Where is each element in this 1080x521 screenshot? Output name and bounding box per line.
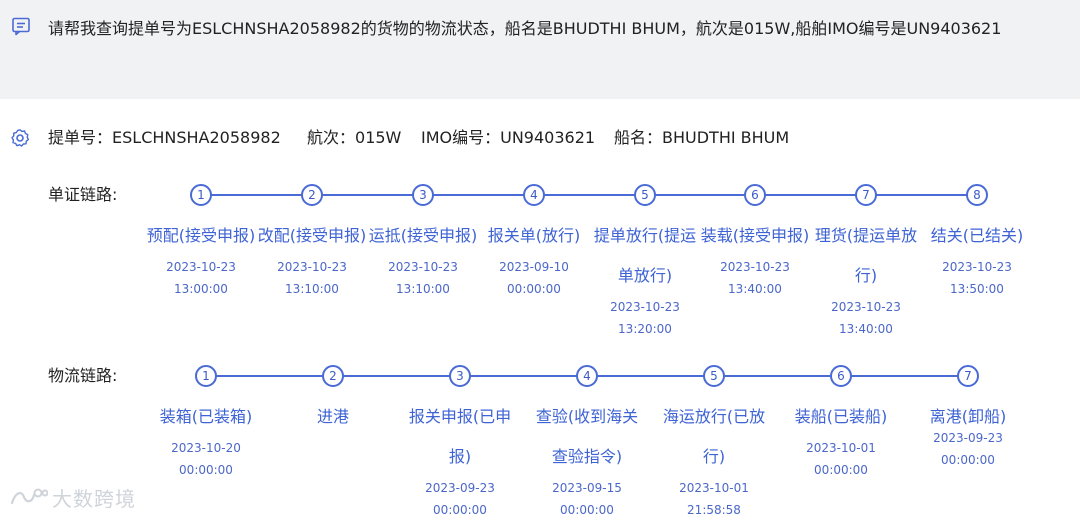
step-number: 4 [523, 184, 545, 206]
step-number: 1 [190, 184, 212, 206]
step-name: 结关(已结关) [930, 226, 1024, 245]
step-name: 装船(已装船) [794, 407, 888, 426]
step-number: 2 [322, 365, 344, 387]
step-number: 1 [195, 365, 217, 387]
step-time: 00:00:00 [814, 463, 868, 477]
bl-number: 提单号：ESLCHNSHA2058982 [48, 128, 281, 148]
logistics-chain-step: 5 海运放行(已放行) 2023-10-01 21:58:58 [659, 365, 769, 521]
step-number: 7 [957, 365, 979, 387]
imo-label: IMO编号： [421, 128, 501, 147]
step-number: 7 [855, 184, 877, 206]
step-number: 3 [449, 365, 471, 387]
step-time: 00:00:00 [507, 282, 561, 296]
document-chain-step: 8 结关(已结关) 2023-10-23 13:50:00 [922, 184, 1032, 300]
step-date: 2023-10-20 [171, 441, 241, 455]
step-name: 海运放行(已放行) [662, 407, 766, 466]
query-text: 请帮我查询提单号为ESLCHNSHA2058982的货物的物流状态，船名是BHU… [48, 19, 1002, 38]
document-chain-label: 单证链路: [48, 185, 118, 204]
logistics-chain-step: 4 查验(收到海关查验指令) 2023-09-15 00:00:00 [532, 365, 642, 521]
step-date: 2023-10-23 [277, 260, 347, 274]
step-number: 5 [703, 365, 725, 387]
step-time: 13:10:00 [285, 282, 339, 296]
watermark-text: 大数跨境 [52, 486, 136, 511]
imo-value: UN9403621 [500, 128, 596, 147]
step-date: 2023-09-15 [552, 481, 622, 495]
document-chain-step: 3 运抵(接受申报) 2023-10-23 13:10:00 [368, 184, 478, 300]
step-name: 运抵(接受申报) [368, 226, 478, 245]
imo-number: IMO编号：UN9403621 [421, 128, 595, 148]
document-chain-step: 2 改配(接受申报) 2023-10-23 13:10:00 [257, 184, 367, 300]
step-name: 改配(接受申报) [257, 226, 367, 245]
step-time: 13:10:00 [396, 282, 450, 296]
step-number: 4 [576, 365, 598, 387]
step-name: 装箱(已装箱) [159, 407, 253, 426]
step-date: 2023-10-23 [942, 260, 1012, 274]
step-name: 理货(提运单放行) [814, 226, 918, 285]
step-date: 2023-10-23 [166, 260, 236, 274]
step-time: 13:50:00 [950, 282, 1004, 296]
step-time: 21:58:58 [687, 503, 741, 517]
step-name: 进港 [316, 407, 349, 426]
step-time: 13:40:00 [839, 322, 893, 336]
step-name: 提单放行(提运单放行) [593, 226, 697, 285]
step-time: 00:00:00 [941, 453, 995, 467]
step-time: 00:00:00 [433, 503, 487, 517]
step-date: 2023-10-23 [720, 260, 790, 274]
step-date: 2023-09-23 [425, 481, 495, 495]
step-name: 报关申报(已申报) [408, 407, 512, 466]
bl-label: 提单号： [48, 128, 113, 147]
step-time: 00:00:00 [179, 463, 233, 477]
step-date: 2023-10-23 [610, 300, 680, 314]
logistics-chain-step: 6 装船(已装船) 2023-10-01 00:00:00 [786, 365, 896, 481]
document-chain-step: 7 理货(提运单放行) 2023-10-23 13:40:00 [811, 184, 921, 340]
document-chain-track [201, 194, 977, 196]
document-chain-step: 5 提单放行(提运单放行) 2023-10-23 13:20:00 [590, 184, 700, 340]
step-time: 13:40:00 [728, 282, 782, 296]
voyage-label: 航次： [307, 128, 356, 147]
step-date: 2023-09-10 [499, 260, 569, 274]
logistics-chain-step: 2 进港 [278, 365, 388, 427]
logistics-chain-step: 3 报关申报(已申报) 2023-09-23 00:00:00 [405, 365, 515, 521]
gear-icon [11, 129, 30, 147]
message-icon [12, 17, 30, 36]
step-date: 2023-10-01 [679, 481, 749, 495]
voyage: 航次：015W [307, 128, 401, 148]
step-date: 2023-10-01 [806, 441, 876, 455]
step-number: 6 [744, 184, 766, 206]
brand-logo-icon [10, 488, 48, 505]
vessel-name: 船名：BHUDTHI BHUM [614, 128, 789, 148]
step-number: 5 [634, 184, 656, 206]
step-name: 查验(收到海关查验指令) [535, 407, 639, 466]
vessel-value: BHUDTHI BHUM [662, 128, 790, 147]
step-name: 离港(卸船) [929, 407, 1007, 426]
step-number: 3 [412, 184, 434, 206]
step-time: 13:00:00 [174, 282, 228, 296]
step-date: 2023-10-23 [831, 300, 901, 314]
bl-value: ESLCHNSHA2058982 [112, 128, 281, 147]
logistics-chain-step: 1 装箱(已装箱) 2023-10-20 00:00:00 [151, 365, 261, 481]
step-name: 预配(接受申报) [146, 226, 256, 245]
shipment-summary: 提单号：ESLCHNSHA2058982 航次：015W IMO编号：UN940… [0, 120, 1080, 156]
logistics-chain-step: 7 离港(卸船) 2023-09-23 00:00:00 [913, 365, 1023, 471]
step-name: 装载(接受申报) [700, 226, 810, 245]
logistics-chain-label: 物流链路: [48, 366, 118, 385]
document-chain-step: 1 预配(接受申报) 2023-10-23 13:00:00 [146, 184, 256, 300]
step-date: 2023-09-23 [933, 431, 1003, 445]
step-number: 2 [301, 184, 323, 206]
step-time: 00:00:00 [560, 503, 614, 517]
vessel-label: 船名： [614, 128, 663, 147]
document-chain-step: 6 装载(接受申报) 2023-10-23 13:40:00 [700, 184, 810, 300]
voyage-value: 015W [355, 128, 402, 147]
query-message: 请帮我查询提单号为ESLCHNSHA2058982的货物的物流状态，船名是BHU… [0, 0, 1080, 99]
step-number: 6 [830, 365, 852, 387]
step-time: 13:20:00 [618, 322, 672, 336]
step-date: 2023-10-23 [388, 260, 458, 274]
document-chain-step: 4 报关单(放行) 2023-09-10 00:00:00 [479, 184, 589, 300]
step-number: 8 [966, 184, 988, 206]
watermark: 大数跨境 [8, 484, 136, 511]
step-name: 报关单(放行) [487, 226, 581, 245]
